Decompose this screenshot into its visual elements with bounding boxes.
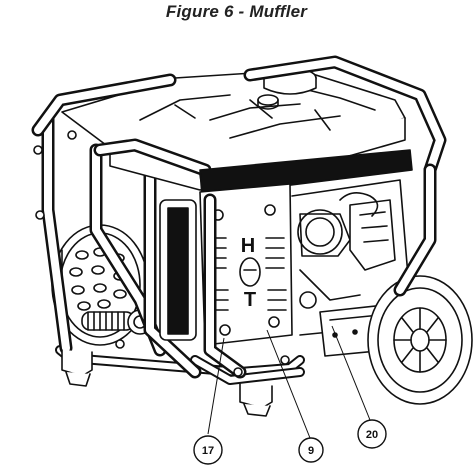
callout-20-label: 20 (366, 429, 378, 441)
coil-spring (81, 311, 135, 331)
panel-letter-bottom: T (244, 289, 256, 311)
panel-letter-top: H (241, 235, 255, 257)
figure-title: Figure 6 - Muffler (165, 2, 308, 21)
frame-left (41, 111, 202, 379)
engine-block (291, 179, 411, 336)
muffler-panel (159, 183, 293, 346)
frame-right (203, 163, 437, 379)
callout-9-leader (266, 329, 311, 439)
callout-9-label: 9 (308, 445, 314, 457)
callout-17: 17 (193, 435, 223, 465)
rubber-feet (61, 349, 273, 417)
tank-front-band (199, 149, 413, 197)
wheel (367, 275, 473, 405)
callout-20: 20 (357, 419, 387, 449)
frame-bolts (33, 130, 290, 377)
callout-9: 9 (298, 437, 324, 463)
alternator-vents (69, 247, 127, 311)
callout-17-leader (207, 337, 225, 435)
callout-20-leader (331, 325, 371, 421)
callout-17-label: 17 (202, 445, 214, 457)
